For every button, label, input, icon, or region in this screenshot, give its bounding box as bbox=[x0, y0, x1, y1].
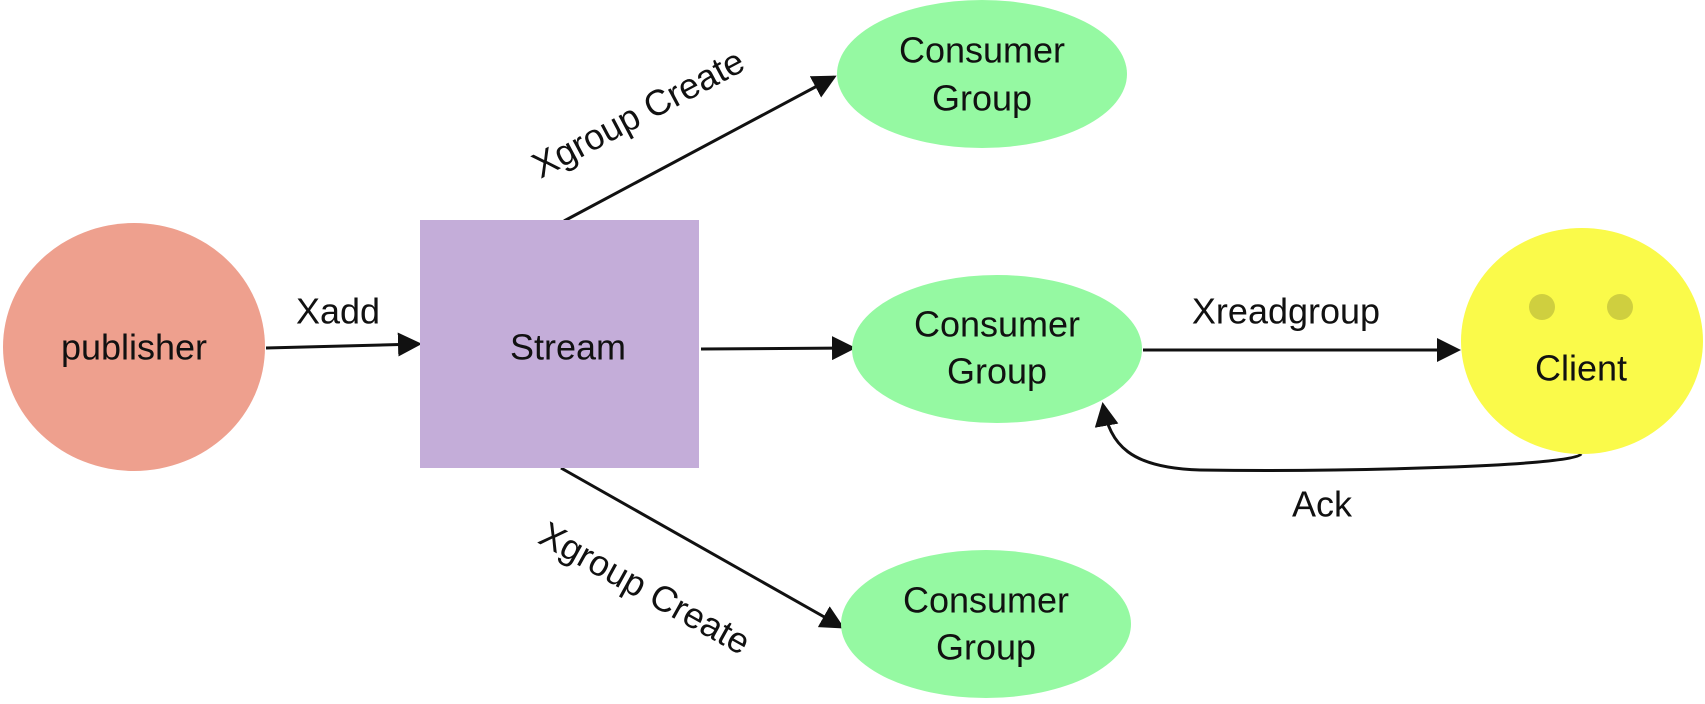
edge-label-xadd: Xadd bbox=[296, 291, 380, 332]
edge-label-xreadgroup: Xreadgroup bbox=[1192, 291, 1380, 332]
client-left-eye bbox=[1529, 294, 1555, 320]
client-label: Client bbox=[1535, 348, 1627, 389]
client-shape bbox=[1461, 228, 1703, 454]
edge-xgroup-create-top bbox=[563, 75, 837, 223]
publisher-shape bbox=[3, 223, 265, 471]
edge-ack bbox=[1094, 402, 1583, 472]
edge-xgroup-create-bottom bbox=[560, 466, 845, 629]
client-right-eye bbox=[1607, 294, 1633, 320]
edge-label-xgroup-create-bottom: Xgroup Create bbox=[533, 513, 758, 662]
stream-node: Stream bbox=[420, 220, 699, 468]
consumer-group-bottom-node: Consumer Group bbox=[841, 550, 1131, 698]
stream-label: Stream bbox=[510, 327, 626, 368]
publisher-node: publisher bbox=[3, 223, 265, 471]
edge-label-ack: Ack bbox=[1292, 484, 1353, 525]
consumer-group-middle-label-line2: Group bbox=[947, 351, 1047, 392]
consumer-group-middle-shape bbox=[852, 275, 1142, 423]
publisher-label: publisher bbox=[61, 327, 207, 368]
edge-stream-to-consumer-group bbox=[700, 336, 856, 361]
client-node: Client bbox=[1461, 228, 1703, 454]
smiley-face-icon bbox=[1529, 294, 1633, 320]
edge-label-xgroup-create-top: Xgroup Create bbox=[525, 40, 751, 186]
consumer-group-bottom-label-line1: Consumer bbox=[903, 580, 1069, 621]
consumer-group-middle-node: Consumer Group bbox=[852, 275, 1142, 423]
consumer-group-top-label-line1: Consumer bbox=[899, 30, 1065, 71]
consumer-group-middle-label-line1: Consumer bbox=[914, 304, 1080, 345]
consumer-group-bottom-shape bbox=[841, 550, 1131, 698]
edge-xadd bbox=[265, 332, 422, 357]
consumer-group-bottom-label-line2: Group bbox=[936, 627, 1036, 668]
consumer-group-top-shape bbox=[837, 0, 1127, 148]
consumer-group-top-label-line2: Group bbox=[932, 78, 1032, 119]
stream-shape bbox=[420, 220, 699, 468]
consumer-group-top-node: Consumer Group bbox=[837, 0, 1127, 148]
